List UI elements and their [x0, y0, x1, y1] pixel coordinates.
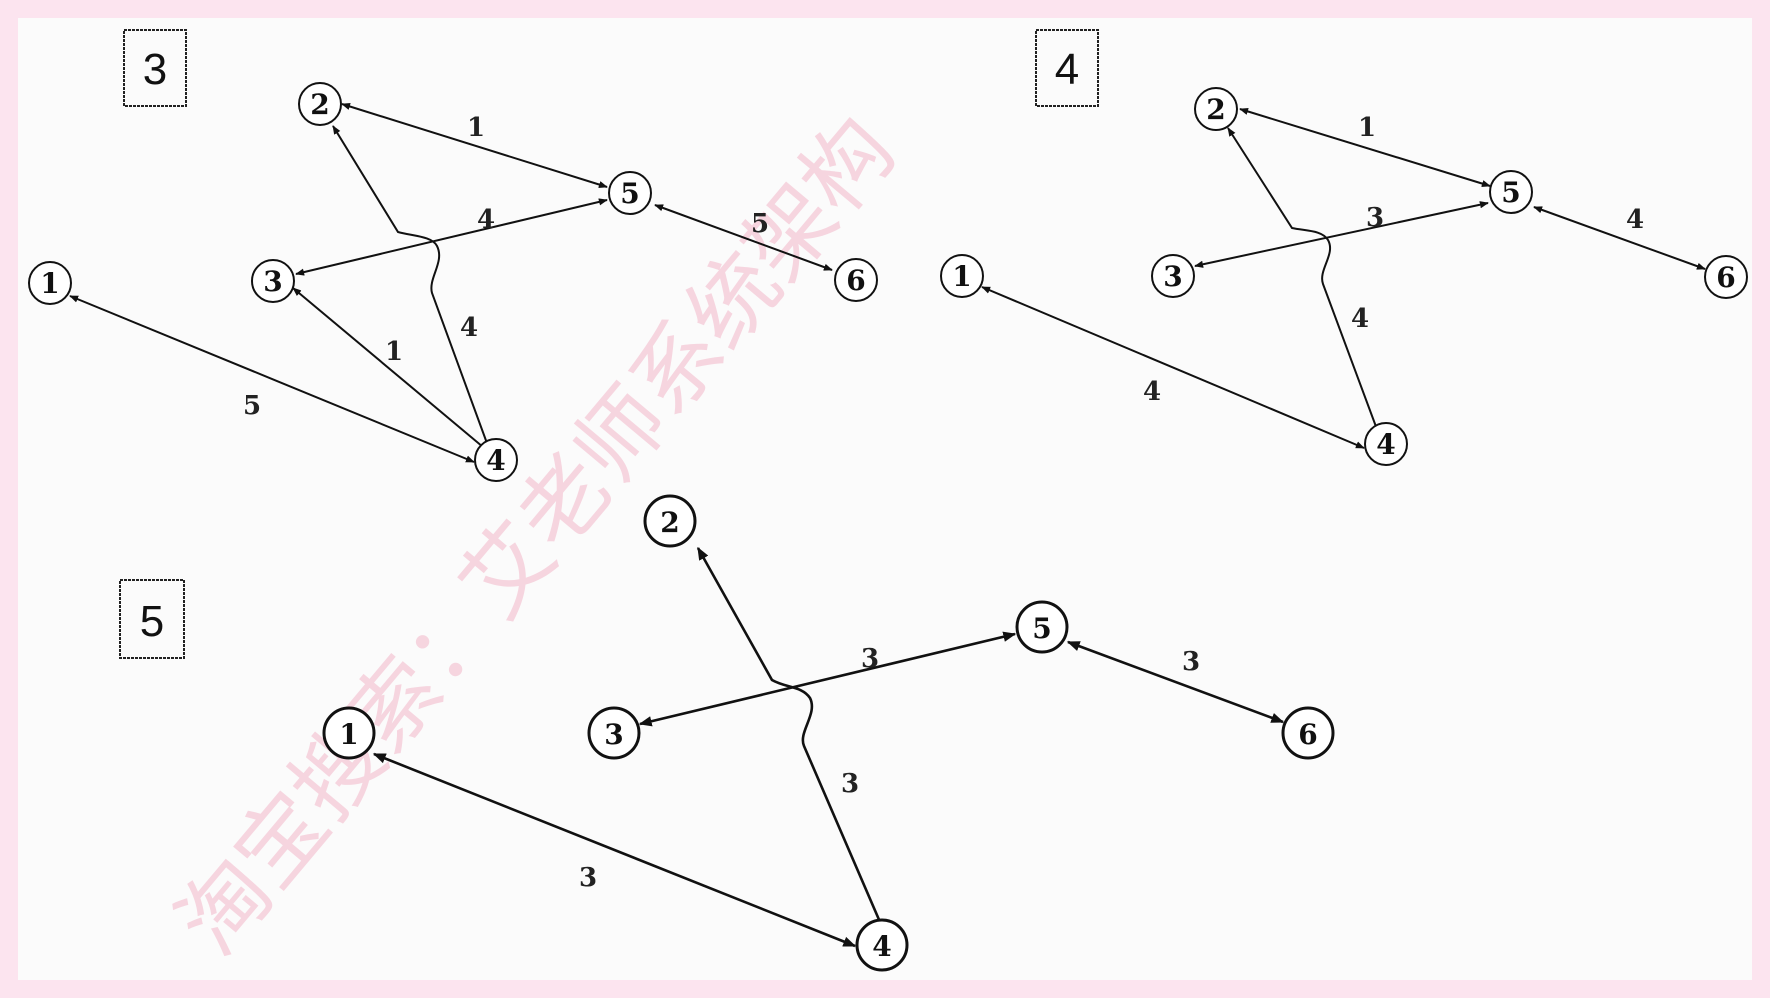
edge-label-5-6: 5 [751, 209, 769, 239]
node-6: 6 [1704, 255, 1748, 299]
edge-label-5-6: 4 [1626, 205, 1644, 235]
node-3: 3 [1151, 254, 1195, 298]
svg-text:4: 4 [1376, 428, 1395, 461]
node-2: 2 [643, 494, 697, 548]
svg-text:3: 3 [604, 718, 623, 751]
node-3: 3 [251, 259, 295, 303]
edge-5-6 [1533, 206, 1706, 270]
node-6: 6 [834, 258, 878, 302]
edge-label-4-2: 4 [460, 313, 478, 343]
panel-label-box [119, 579, 185, 659]
panel-3: 3 1 2 3 4 5 6 [28, 29, 878, 482]
edge-3-5 [295, 198, 608, 276]
svg-text:2: 2 [1206, 93, 1225, 126]
edge-3-5 [1194, 201, 1489, 268]
node-1: 1 [940, 254, 984, 298]
svg-text:6: 6 [1298, 718, 1317, 751]
edge-label-2-5: 1 [467, 113, 485, 143]
node-4: 4 [474, 438, 518, 482]
edge-label-5-6: 3 [1182, 647, 1200, 677]
node-2: 2 [1194, 87, 1238, 131]
edge-label-3-5: 3 [1366, 203, 1384, 233]
svg-text:2: 2 [310, 88, 329, 121]
node-6: 6 [1281, 706, 1335, 760]
edge-label-4-2: 4 [1351, 304, 1369, 334]
svg-text:5: 5 [1501, 176, 1520, 209]
panel-label: 4 [1055, 45, 1079, 94]
svg-text:5: 5 [620, 177, 639, 210]
edge-3-5 [638, 631, 1017, 727]
graph-diagram: 淘宝搜索：艾老师系统架构 3 1 2 3 4 [28, 29, 1748, 973]
edge-label-1-4: 4 [1143, 377, 1161, 407]
svg-text:6: 6 [846, 264, 865, 297]
panel-4: 4 1 2 3 4 5 6 [940, 29, 1748, 466]
node-2: 2 [298, 82, 342, 126]
edge-5-6 [1066, 640, 1285, 724]
edge-5-6 [654, 204, 833, 271]
edge-4-2 [332, 125, 489, 447]
panel-label-box [1035, 29, 1099, 107]
panel-5: 5 1 2 3 4 5 6 3 [119, 494, 1335, 972]
panel-label: 5 [140, 597, 164, 646]
node-5: 5 [1015, 600, 1069, 654]
edge-1-4 [69, 295, 475, 463]
edge-2-5 [1239, 107, 1491, 188]
svg-text:6: 6 [1716, 261, 1735, 294]
edge-1-4 [372, 752, 857, 948]
edge-label-2-5: 1 [1358, 113, 1376, 143]
edge-label-1-4: 3 [579, 863, 597, 893]
edge-label-4-3: 1 [385, 337, 403, 367]
node-4: 4 [855, 918, 909, 972]
svg-text:3: 3 [263, 265, 282, 298]
node-4: 4 [1364, 422, 1408, 466]
panel-label: 3 [143, 45, 167, 94]
edge-4-2 [1227, 127, 1379, 433]
svg-text:4: 4 [872, 930, 891, 963]
svg-text:1: 1 [40, 267, 59, 300]
edge-1-4 [981, 286, 1365, 449]
edge-label-3-5: 3 [861, 644, 879, 674]
node-5: 5 [1489, 170, 1533, 214]
edge-4-2 [696, 546, 882, 923]
panel-label-box [123, 29, 187, 107]
node-1: 1 [28, 261, 72, 305]
edge-label-1-4: 5 [243, 391, 261, 421]
edge-4-3 [292, 287, 484, 448]
node-5: 5 [608, 171, 652, 215]
svg-text:1: 1 [952, 260, 971, 293]
edge-2-5 [341, 102, 608, 189]
svg-text:3: 3 [1163, 260, 1182, 293]
edge-label-4-2: 3 [841, 769, 859, 799]
edge-label-3-5: 4 [477, 205, 495, 235]
svg-text:1: 1 [339, 718, 358, 751]
svg-text:4: 4 [486, 444, 505, 477]
node-1: 1 [322, 706, 376, 760]
watermark-text: 淘宝搜索：艾老师系统架构 [157, 98, 915, 973]
svg-text:2: 2 [660, 506, 679, 539]
svg-text:5: 5 [1032, 612, 1051, 645]
node-3: 3 [587, 706, 641, 760]
